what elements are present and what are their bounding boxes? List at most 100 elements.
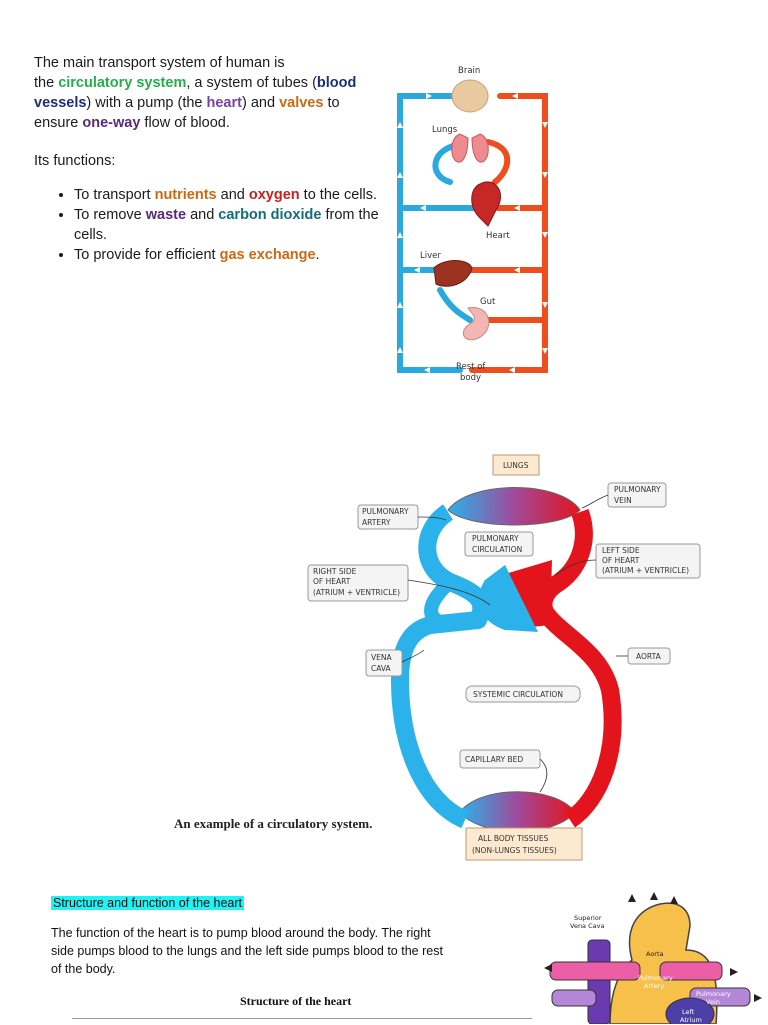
intro-line: The main transport system of human is [34,55,285,71]
label-systemic-circulation: SYSTEMIC CIRCULATION [473,690,563,699]
label-pulmonary-circulation-2: CIRCULATION [472,545,522,554]
label-pulmonary-vein-1: Pulmonary [696,990,731,998]
section-title: Structure and function of the heart [51,896,245,910]
table-title: Structure of the heart [240,994,352,1008]
list-item: To transport nutrients and oxygen to the… [74,185,384,205]
brain-icon [451,79,489,113]
label-lungs: LUNGS [503,461,529,470]
item-text: To remove [74,207,146,223]
right-side-box [307,564,409,602]
label-pulmonary-artery-2: Artery [644,982,664,990]
label-left-side-3: (ATRIUM + VENTRICLE) [602,566,689,575]
label-pulmonary-artery-2: ARTERY [362,518,391,527]
label-right-side-2: OF HEART [313,577,351,586]
gut-icon [462,307,490,341]
functions-heading: Its functions: [34,153,116,169]
intro-text: ) and [241,95,280,111]
keyword-oxygen: oxygen [248,187,300,203]
label-pulmonary-vein-2: Vein [706,998,720,1006]
keyword-waste: waste [145,207,187,223]
intro-text: , a system of tubes ( [186,75,317,91]
intro-text: the [34,75,59,91]
item-text: and [216,187,249,203]
table-top-border [72,1018,532,1025]
label-brain: Brain [458,66,480,76]
label-liver: Liver [420,251,441,261]
label-left: Left [682,1008,695,1016]
label-pulmonary-artery-1: Pulmonary [638,974,673,982]
label-vena-cava: Vena Cava [570,922,604,930]
item-text: To transport [74,187,155,203]
label-right-side-3: (ATRIUM + VENTRICLE) [313,588,400,597]
item-text: and [186,207,219,223]
heart-structure-diagram: Superior Vena Cava Aorta Pulmonary Arter… [544,892,762,1024]
keyword-valves: valves [279,95,324,111]
pulmonary-artery-right-vessel [659,961,723,981]
label-capillary-bed: CAPILLARY BED [465,755,523,764]
label-right-side-1: RIGHT SIDE [313,567,357,576]
label-vena: VENA [371,653,392,662]
systemic-circulation-box [465,685,581,703]
label-body-tissues-2: (NON-LUNGS TISSUES) [472,846,557,855]
vena-cava-vessel [587,939,611,1024]
flow-arrows [397,93,548,373]
list-item: To provide for efficient gas exchange. [74,245,384,265]
deoxygenated-loop [391,504,491,829]
keyword-one-way: one-way [82,115,141,131]
label-left-side-2: OF HEART [602,556,640,565]
body-tissues-box [465,827,583,861]
pulmonary-vein-left-vessel [551,989,597,1007]
item-text: from the cells. [74,207,379,243]
pulmonary-circulation-box [464,531,534,557]
keyword-circulatory-system: circulatory system [58,75,187,91]
intro-section: The main transport system of human is th… [34,53,384,265]
vena-cava-box [365,649,403,677]
label-aorta: AORTA [636,652,662,661]
label-superior: Superior [574,914,602,922]
label-body-tissues-1: ALL BODY TISSUES [478,834,549,843]
intro-text: ) with a pump (the [86,95,207,111]
section-body: The function of the heart is to pump blo… [51,926,443,976]
label-pulmonary-circulation-1: PULMONARY [472,534,519,543]
pulmonary-artery-vessel [424,576,455,632]
label-aorta: Aorta [646,950,664,958]
diagram-caption: An example of a circulatory system. [174,816,373,831]
item-text: . [315,247,320,263]
intro-text: flow of blood. [140,115,230,131]
label-pulmonary-artery-1: PULMONARY [362,507,409,516]
left-atrium [665,997,715,1024]
keyword-blood-vessels: blood vessels [34,75,357,111]
label-pulmonary-vein-2: VEIN [614,496,632,505]
label-heart: Heart [486,231,510,241]
diagram-labels: LUNGS PULMONARY ARTERY PULMONARY VEIN PU… [307,454,701,861]
organ-circulation-diagram: Brain Lungs Heart Liver Gut Rest of body [397,66,548,383]
lung-capillary-bed [447,487,581,526]
item-text: to the cells. [299,187,378,203]
flow-arrows [544,892,762,1002]
keyword-heart: heart [206,95,242,111]
heart-right [478,565,538,632]
lungs-box [492,454,540,476]
label-left-side-1: LEFT SIDE [602,546,640,555]
keyword-nutrients: nutrients [154,187,217,203]
label-gut: Gut [480,297,496,307]
circulatory-loop-diagram: LUNGS PULMONARY ARTERY PULMONARY VEIN PU… [307,454,701,861]
heart-icon [471,181,502,227]
body-capillary-bed [459,791,576,832]
label-cava: CAVA [371,664,392,673]
left-side-box [595,543,701,579]
leader-lines [401,494,628,793]
functions-list: To transport nutrients and oxygen to the… [34,185,384,265]
label-rest-of: Rest of [456,362,486,372]
keyword-gas-exchange: gas exchange [219,247,316,263]
keyword-carbon-dioxide: carbon dioxide [218,207,322,223]
label-body: body [460,373,481,383]
intro-paragraph: The main transport system of human is th… [34,53,384,133]
oxygenated-loop [534,508,622,828]
pulmonary-artery-vessel [549,961,641,981]
item-text: To provide for efficient [74,247,220,263]
list-item: To remove waste and carbon dioxide from … [74,205,384,245]
label-lungs: Lungs [432,125,458,135]
label-pulmonary-vein-1: PULMONARY [614,485,661,494]
intro-text: to ensure [34,95,340,131]
